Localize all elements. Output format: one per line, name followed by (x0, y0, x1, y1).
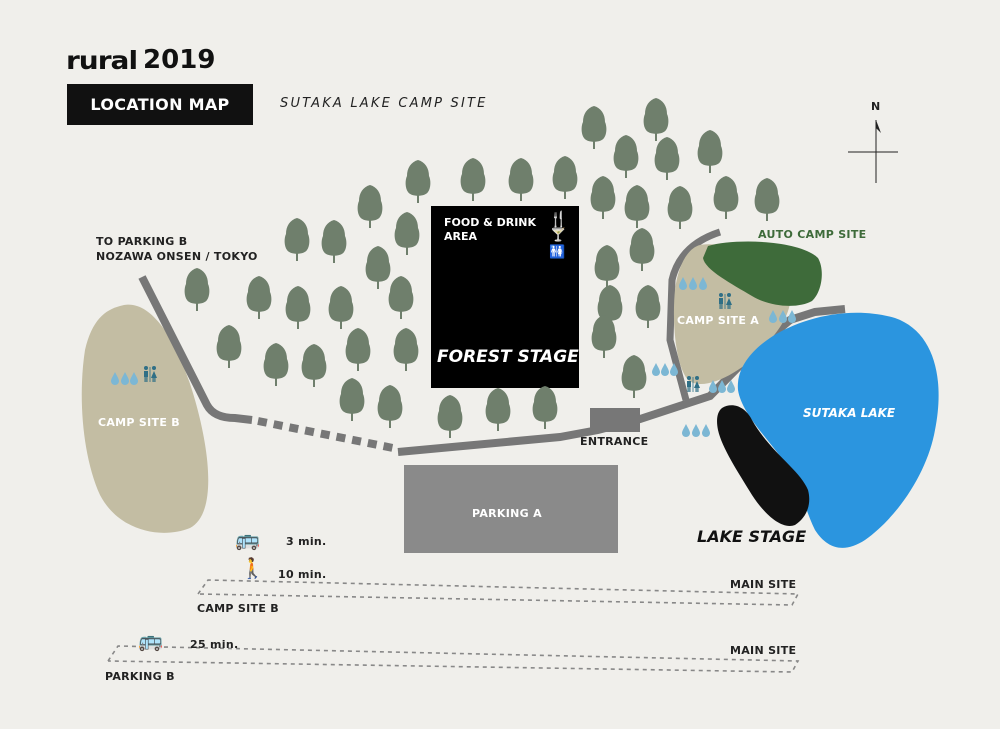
bus-icon: 🚌 (235, 527, 260, 551)
compass-icon (848, 120, 898, 183)
tree-icon (263, 343, 289, 386)
tree-icon (621, 355, 647, 398)
route1-end-label: MAIN SITE (730, 578, 797, 591)
food-drink-label: FOOD & DRINK AREA (444, 216, 536, 244)
tree-icon (460, 158, 486, 201)
tree-icon (594, 245, 620, 288)
lake-stage-label: LAKE STAGE (697, 527, 807, 546)
to-parking-b-label: TO PARKING B NOZAWA ONSEN / TOKYO (96, 234, 258, 264)
tree-icon (667, 186, 693, 229)
tree-icon (321, 220, 347, 263)
water-drop-icon (652, 363, 660, 376)
camp-site-b-area (81, 304, 209, 533)
tree-icon (485, 388, 511, 431)
road-dashed (257, 417, 399, 453)
auto-camp-area (703, 241, 822, 306)
tree-icon (591, 315, 617, 358)
lake-label: SUTAKA LAKE (803, 406, 896, 420)
page-subtitle: SUTAKA LAKE CAMP SITE (280, 96, 488, 111)
tree-icon (697, 130, 723, 173)
tree-icon (590, 176, 616, 219)
utensils-icon: 🍴 (549, 210, 568, 228)
entrance-gate (590, 408, 640, 432)
walk-time-label: 10 min. (278, 568, 327, 581)
tree-icon (394, 212, 420, 255)
cocktail-icon: 🍸 (550, 228, 567, 243)
water-drop-icon (661, 363, 669, 376)
entrance-label: ENTRANCE (580, 435, 649, 448)
water-drop-icon (702, 424, 710, 437)
tree-icon (301, 344, 327, 387)
food-drink-line2: AREA (444, 230, 478, 243)
compass-north-label: N (871, 100, 881, 113)
logo-year: 2019 (143, 45, 216, 75)
tree-icon (284, 218, 310, 261)
road-to-parking-b (138, 275, 253, 424)
tree-icon (624, 185, 650, 228)
tree-icon (635, 285, 661, 328)
tree-icon (613, 135, 639, 178)
tree-icon (246, 276, 272, 319)
to-parking-b-line1: TO PARKING B (96, 235, 188, 248)
forest-stage-area (431, 206, 579, 388)
water-drop-icon (682, 424, 690, 437)
route2-end-label: MAIN SITE (730, 644, 797, 657)
walker-icon: 🚶 (240, 556, 265, 580)
tree-icon (357, 185, 383, 228)
bus2-time-label: 25 min. (190, 638, 239, 651)
sutaka-lake-area (737, 312, 939, 548)
tree-icon (654, 137, 680, 180)
tree-icon (184, 268, 210, 311)
bus-icon: 🚌 (138, 628, 163, 652)
food-drink-line1: FOOD & DRINK (444, 216, 537, 229)
route-parking-b-line (107, 645, 800, 673)
forest-stage-label: FOREST STAGE (437, 347, 579, 367)
camp-b-label: CAMP SITE B (98, 416, 180, 429)
logo: rural 2019 (66, 44, 215, 76)
water-drop-icon (788, 310, 796, 323)
route2-start-label: PARKING B (105, 670, 175, 683)
tree-icon (377, 385, 403, 428)
tree-icon (285, 286, 311, 329)
tree-icon (581, 106, 607, 149)
tree-icon (393, 328, 419, 371)
tree-icon (388, 276, 414, 319)
tree-icon (365, 246, 391, 289)
tree-icon (345, 328, 371, 371)
tree-icon (508, 158, 534, 201)
camp-a-label: CAMP SITE A (677, 314, 760, 327)
bus-time-label: 3 min. (286, 535, 327, 548)
parking-a-area (404, 465, 618, 553)
tree-icon (713, 176, 739, 219)
tree-icon (643, 98, 669, 141)
auto-camp-label: AUTO CAMP SITE (758, 228, 867, 241)
tree-icon (328, 286, 354, 329)
tree-icon (339, 378, 365, 421)
route-camp-b-line (197, 579, 800, 606)
tree-icon (437, 395, 463, 438)
tree-icon (216, 325, 242, 368)
main-road (397, 305, 846, 456)
lake-stage-area (717, 405, 810, 526)
parking-a-label: PARKING A (472, 507, 542, 520)
water-drop-icon (692, 424, 700, 437)
camp-a-road (666, 228, 722, 401)
tree-icon (405, 160, 431, 203)
to-parking-b-line2: NOZAWA ONSEN / TOKYO (96, 250, 258, 263)
tree-icon (629, 228, 655, 271)
route1-start-label: CAMP SITE B (197, 602, 279, 615)
tree-icon (552, 156, 578, 199)
tree-icon (754, 178, 780, 221)
toilet-icon: 🚻 (549, 245, 566, 260)
tree-icon (532, 386, 558, 429)
page-title: LOCATION MAP (67, 84, 253, 125)
logo-mark: rural (66, 45, 138, 75)
